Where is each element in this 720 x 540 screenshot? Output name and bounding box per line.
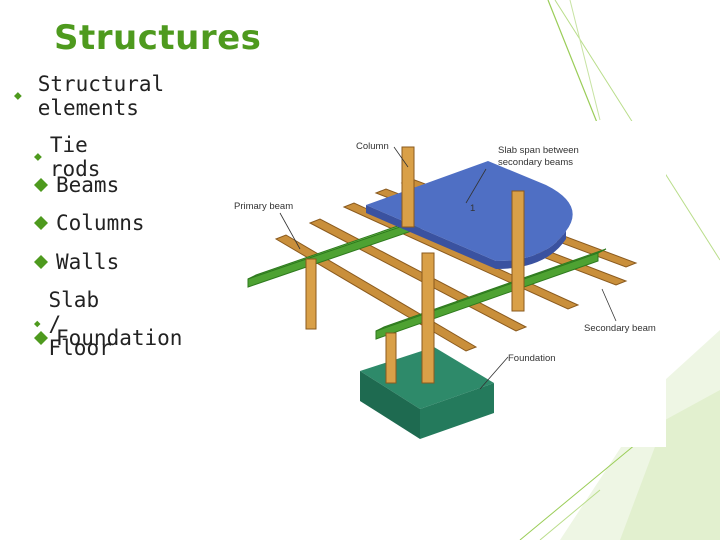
bullet-item-columns: Columns: [34, 211, 145, 235]
label-slab-marker: 1: [470, 203, 475, 214]
green-diamond-icon: [34, 331, 48, 345]
bullet-item-tie-rods: Tie rods: [34, 133, 107, 181]
bullet-item-beams: Beams: [34, 173, 119, 197]
slide-title: Structures: [54, 18, 262, 58]
bullet-item-text: Columns: [56, 211, 145, 235]
label-secondary-beam: Secondary beam: [584, 323, 656, 334]
bullet-item-text: Slab / Floor: [48, 288, 112, 360]
bullet-item-text: Tie rods: [49, 133, 101, 181]
bullet-item-text: Beams: [56, 173, 120, 197]
bullet-item-slab-floor: Slab / Floor: [34, 288, 119, 360]
label-foundation: Foundation: [508, 353, 556, 364]
green-diamond-icon: [34, 255, 48, 269]
green-diamond-icon: [34, 216, 48, 230]
structure-diagram: Column Slab span between secondary beams…: [234, 141, 656, 439]
label-slab-line1: Slab span between: [498, 145, 579, 156]
green-diamond-icon: [34, 320, 41, 328]
bullet-item-text: Foundation: [56, 326, 183, 350]
bullet-item-text: Walls: [56, 250, 120, 274]
label-slab-line2: secondary beams: [498, 157, 573, 168]
green-diamond-icon: [34, 153, 42, 161]
bullet-level1: Structural elements: [14, 72, 170, 120]
green-diamond-icon: [34, 178, 48, 192]
bullet-level1-text: Structural elements: [37, 72, 165, 120]
bullet-item-foundation: Foundation: [34, 326, 182, 350]
bullet-item-walls: Walls: [34, 250, 119, 274]
label-column: Column: [356, 141, 389, 152]
slab: [366, 161, 573, 269]
leader-lines: [279, 146, 617, 390]
structure-illustration: Column Slab span between secondary beams…: [226, 121, 666, 447]
label-primary-beam: Primary beam: [234, 201, 293, 212]
columns: [305, 146, 525, 384]
green-diamond-icon: [14, 92, 22, 100]
